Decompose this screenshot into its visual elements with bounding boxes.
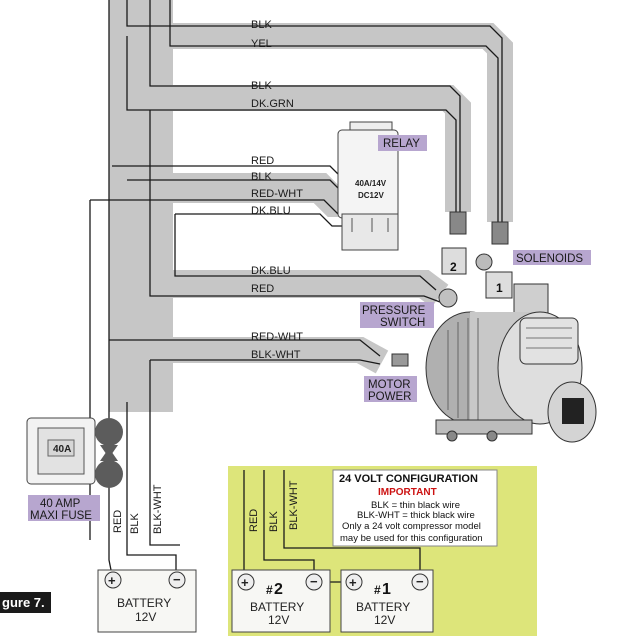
fuse-tag: MAXI FUSE — [30, 510, 92, 522]
fuse-holder — [95, 418, 123, 488]
battery-wire-label-blk: BLK — [129, 513, 141, 534]
battery-2-voltage: 12V — [268, 613, 289, 627]
relay: 40A/14V DC12V — [337, 121, 399, 251]
relay-tag-bg — [378, 135, 427, 151]
relay-voltage: DC12V — [358, 191, 384, 200]
battery-12v: + − BATTERY 12V — [97, 569, 197, 633]
wire-label-dk-blu: DK.BLU — [251, 205, 291, 217]
config-note: BLK-WHT = thick black wire — [357, 510, 475, 521]
battery-2: + − # 2 BATTERY 12V — [231, 569, 331, 633]
svg-text:+: + — [241, 575, 249, 590]
config-note: BLK = thin black wire — [371, 500, 460, 511]
svg-text:#: # — [266, 583, 273, 597]
maxi-fuse: 40A — [26, 417, 96, 485]
config-wire-red: RED — [248, 509, 260, 532]
wire-label-dk-blu: DK.BLU — [251, 265, 291, 277]
wire-label-red-wht: RED-WHT — [251, 188, 303, 200]
solenoid-1-number: 1 — [496, 281, 503, 295]
config-wire-blk: BLK — [268, 511, 280, 532]
svg-text:+: + — [349, 575, 357, 590]
figure-caption: gure 7. — [0, 592, 51, 613]
battery-label: BATTERY — [117, 596, 171, 610]
config-note: may be used for this configuration — [340, 533, 483, 544]
motor-power-tag-bg — [364, 376, 417, 402]
svg-text:−: − — [173, 572, 181, 587]
wire-label-red: RED — [251, 155, 274, 167]
wire-label-blk: BLK — [251, 171, 272, 183]
wire-labels: BLK YEL BLK DK.GRN RED BLK RED-WHT DK.BL… — [251, 19, 303, 361]
solenoids-tag-bg — [513, 250, 591, 265]
relay-tag: RELAY — [383, 138, 420, 150]
svg-text:+: + — [108, 573, 116, 588]
motor-power-tag: POWER — [368, 391, 411, 403]
fuse-rating: 40A — [53, 444, 71, 455]
solenoid-2-number: 2 — [450, 260, 457, 274]
config-title: 24 VOLT CONFIGURATION — [339, 473, 478, 485]
battery-1-number: 1 — [382, 581, 391, 598]
pressure-switch-tag: PRESSURE — [362, 305, 426, 317]
wire-label-blk: BLK — [251, 19, 272, 31]
wire-label-red: RED — [251, 283, 274, 295]
relay-rating: 40A/14V — [355, 179, 387, 188]
battery-2-number: 2 — [274, 581, 283, 598]
wire-label-blk-wht: BLK-WHT — [251, 349, 301, 361]
wire-label-dk-grn: DK.GRN — [251, 98, 294, 110]
battery-1-voltage: 12V — [374, 613, 395, 627]
wire-label-blk: BLK — [251, 80, 272, 92]
motor-power-tag: MOTOR — [368, 379, 411, 391]
svg-text:#: # — [374, 583, 381, 597]
wire-label-red-wht: RED-WHT — [251, 331, 303, 343]
battery-voltage: 12V — [135, 610, 156, 624]
battery-1-label: BATTERY — [356, 600, 410, 614]
battery-2-label: BATTERY — [250, 600, 304, 614]
fuse-tag: 40 AMP — [40, 498, 81, 510]
config-important: IMPORTANT — [378, 487, 437, 498]
battery-wire-label-red: RED — [112, 510, 124, 533]
config-24v-panel: 24 VOLT CONFIGURATION IMPORTANT BLK = th… — [228, 466, 537, 636]
config-note: Only a 24 volt compressor model — [342, 521, 481, 532]
svg-text:−: − — [310, 574, 318, 589]
wire-harness — [109, 0, 513, 412]
pressure-switch-tag-bg — [360, 302, 434, 328]
battery-1: + − # 1 BATTERY 12V — [340, 569, 434, 633]
solenoids-tag: SOLENOIDS — [516, 253, 583, 265]
config-wire-blk-wht: BLK-WHT — [288, 480, 300, 530]
pressure-switch-tag: SWITCH — [380, 317, 425, 329]
compressor: 2 1 — [391, 211, 597, 443]
fuse-tag-bg — [28, 495, 100, 521]
battery-wire-label-blk-wht: BLK-WHT — [152, 484, 164, 534]
svg-text:−: − — [416, 574, 424, 589]
wire-label-yel: YEL — [251, 38, 272, 50]
